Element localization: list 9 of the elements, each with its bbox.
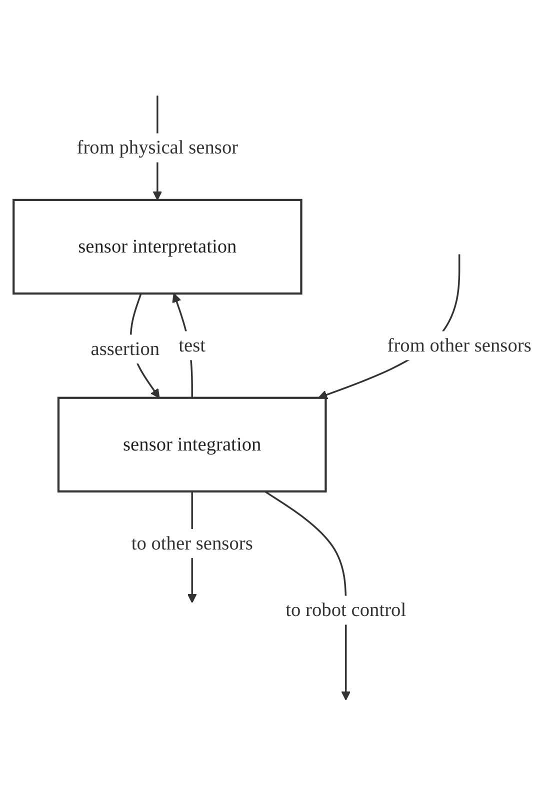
arrow	[264, 490, 351, 700]
node-label: sensor interpretation	[78, 234, 237, 259]
edge-label: to robot control	[286, 595, 406, 624]
edge-label: from physical sensor	[76, 132, 238, 162]
node-label: sensor integration	[123, 432, 262, 457]
edge-label: assertion	[90, 334, 160, 364]
edge-label: to other sensors	[131, 528, 253, 558]
edge-label: test	[178, 330, 206, 360]
edge-label: from other sensors	[387, 330, 532, 360]
